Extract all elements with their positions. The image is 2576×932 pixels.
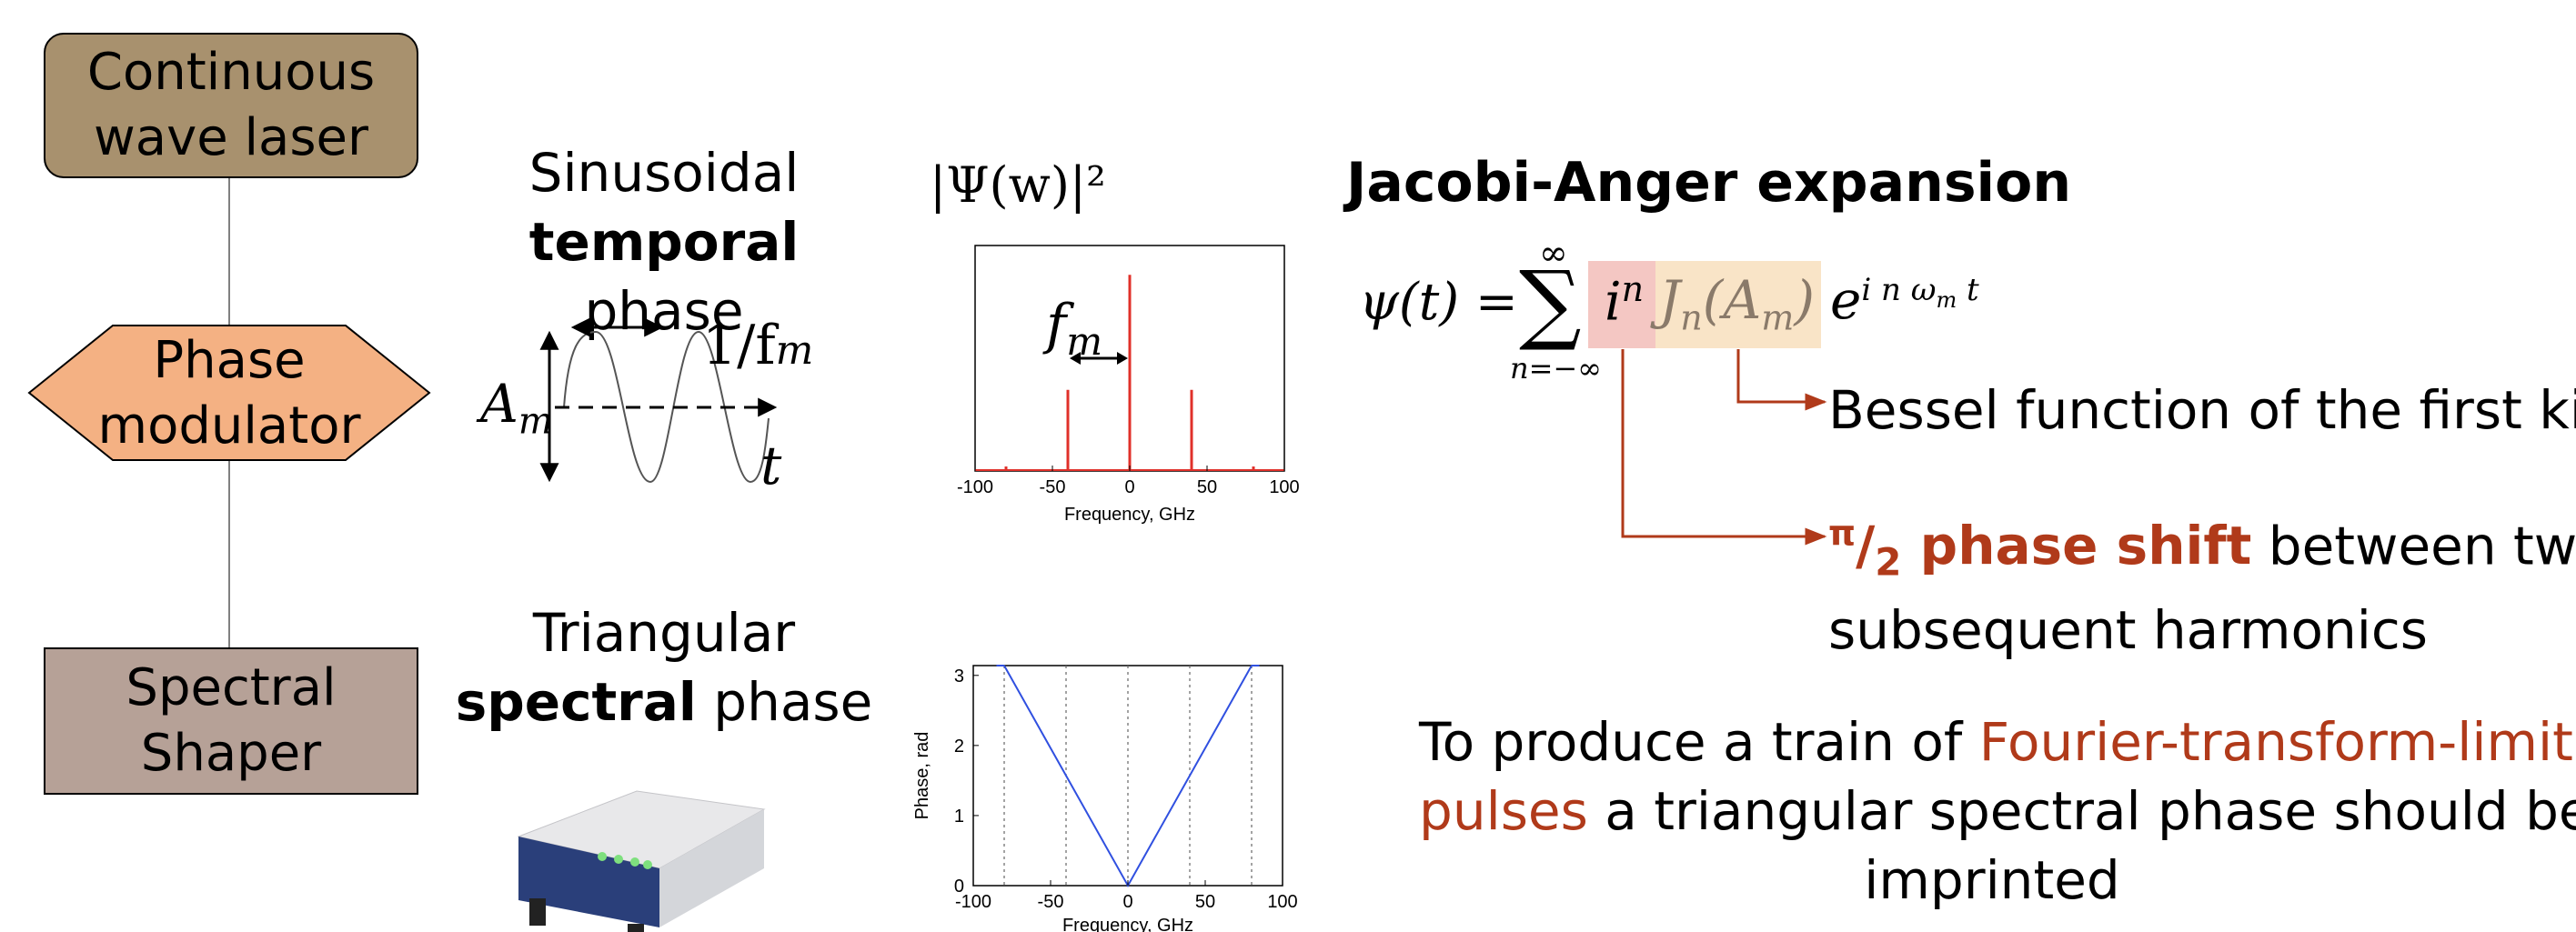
bessel-note: Bessel function of the first kind — [1828, 379, 2576, 441]
shaper-label-line2: Shaper — [140, 724, 322, 783]
spectral-caption: Triangular spectral phase — [455, 598, 873, 737]
laser-label-line1: Continuous — [86, 43, 376, 102]
phase-shift-note: π/2 phase shift between two subsequent h… — [1828, 500, 2576, 664]
modulator-label-line1: Phase — [153, 331, 306, 390]
phase-xtick-label-4: 100 — [1267, 892, 1297, 912]
phase-shift-line2: subsequent harmonics — [1828, 598, 2428, 661]
highlight-bessel-term — [1655, 261, 1821, 348]
sum-upper-limit: ∞ — [1539, 233, 1568, 273]
term-bessel: Jn(Am) — [1659, 269, 1815, 338]
spectrum-xtick-label-2: 0 — [1124, 477, 1134, 497]
phase-xtick-label-0: -100 — [955, 892, 991, 912]
spectrum-xtick-label-1: -50 — [1040, 477, 1066, 497]
temporal-caption-bold: temporal — [528, 211, 800, 273]
conclusion-part1: To produce a train of — [1419, 711, 1979, 773]
phase-ytick-label-3: 3 — [954, 666, 964, 686]
phase-ytick-label-2: 2 — [954, 737, 964, 757]
period-label: 1/fm — [702, 314, 814, 377]
phase-xtick-label-1: -50 — [1038, 892, 1064, 912]
amplitude-label: Am — [480, 373, 553, 443]
spectrum-xtick-label-0: -100 — [957, 477, 993, 497]
phase-ytick-label-1: 1 — [954, 807, 964, 827]
phase-shift-pi-over-2: π/2 phase shift — [1828, 514, 2252, 585]
phase-ytick-label-0: 0 — [954, 877, 964, 897]
sum-sign: ∑ — [1519, 252, 1582, 354]
modulator-shape — [27, 325, 431, 461]
fm-label: fm — [1046, 293, 1103, 364]
laser-block: Continuous wave laser — [44, 33, 418, 178]
sine-sketch — [539, 317, 778, 484]
jacobi-title: Jacobi-Anger expansion — [1346, 151, 2072, 215]
shaper-label-line1: Spectral — [126, 658, 337, 717]
spectral-caption-line1: Triangular — [532, 602, 796, 664]
conclusion-line3: imprinted — [1864, 849, 2120, 911]
laser-label-line2: wave laser — [93, 108, 369, 167]
spectral-shaper-device-image — [517, 790, 766, 932]
term-exponential: ei n ωm t — [1830, 269, 1979, 331]
annotation-arrows — [1621, 349, 1827, 546]
phase-shift-arrow — [1621, 349, 1827, 546]
spectrum-xtick-label-4: 100 — [1269, 477, 1299, 497]
modulator-block: Phase modulator — [98, 327, 361, 460]
shaper-block: Spectral Shaper — [44, 647, 418, 795]
bessel-arrow — [1736, 349, 1827, 411]
conclusion-text: To produce a train of Fourier-transform-… — [1419, 707, 2576, 915]
highlight-i-term — [1588, 261, 1655, 348]
phase-xlabel: Frequency, GHz — [1062, 916, 1193, 932]
temporal-caption: Sinusoidal temporal phase — [455, 138, 873, 346]
spectral-caption-bold: spectral — [455, 671, 697, 733]
term-i: in — [1605, 269, 1645, 333]
temporal-caption-line1: Sinusoidal — [528, 142, 800, 204]
flow-connectors — [27, 175, 431, 647]
spectral-caption-rest: phase — [696, 671, 873, 733]
time-label: t — [760, 435, 782, 496]
spectrum-title: |Ψ(w)|² — [930, 156, 1106, 214]
sum-lower-limit: n=−∞ — [1510, 351, 1602, 386]
conclusion-red1: Fourier-transform-limited — [1978, 711, 2576, 773]
phase-shift-rest: between two — [2251, 515, 2576, 577]
equation-lhs: ψ(t) = — [1359, 273, 1518, 332]
conclusion-part2: a triangular spectral phase should be — [1587, 780, 2576, 842]
spectrum-xtick-label-3: 50 — [1197, 477, 1217, 497]
fm-arrow-head-right — [1117, 352, 1128, 365]
phase-xtick-label-3: 50 — [1195, 892, 1215, 912]
fm-arrow-head-left — [1070, 352, 1081, 365]
phase-xtick-label-2: 0 — [1122, 892, 1132, 912]
conclusion-red2: pulses — [1419, 780, 1588, 842]
phase-ylabel: Phase, rad — [912, 732, 932, 820]
spectrum-xlabel: Frequency, GHz — [1064, 505, 1195, 525]
modulator-label-line2: modulator — [97, 396, 361, 456]
